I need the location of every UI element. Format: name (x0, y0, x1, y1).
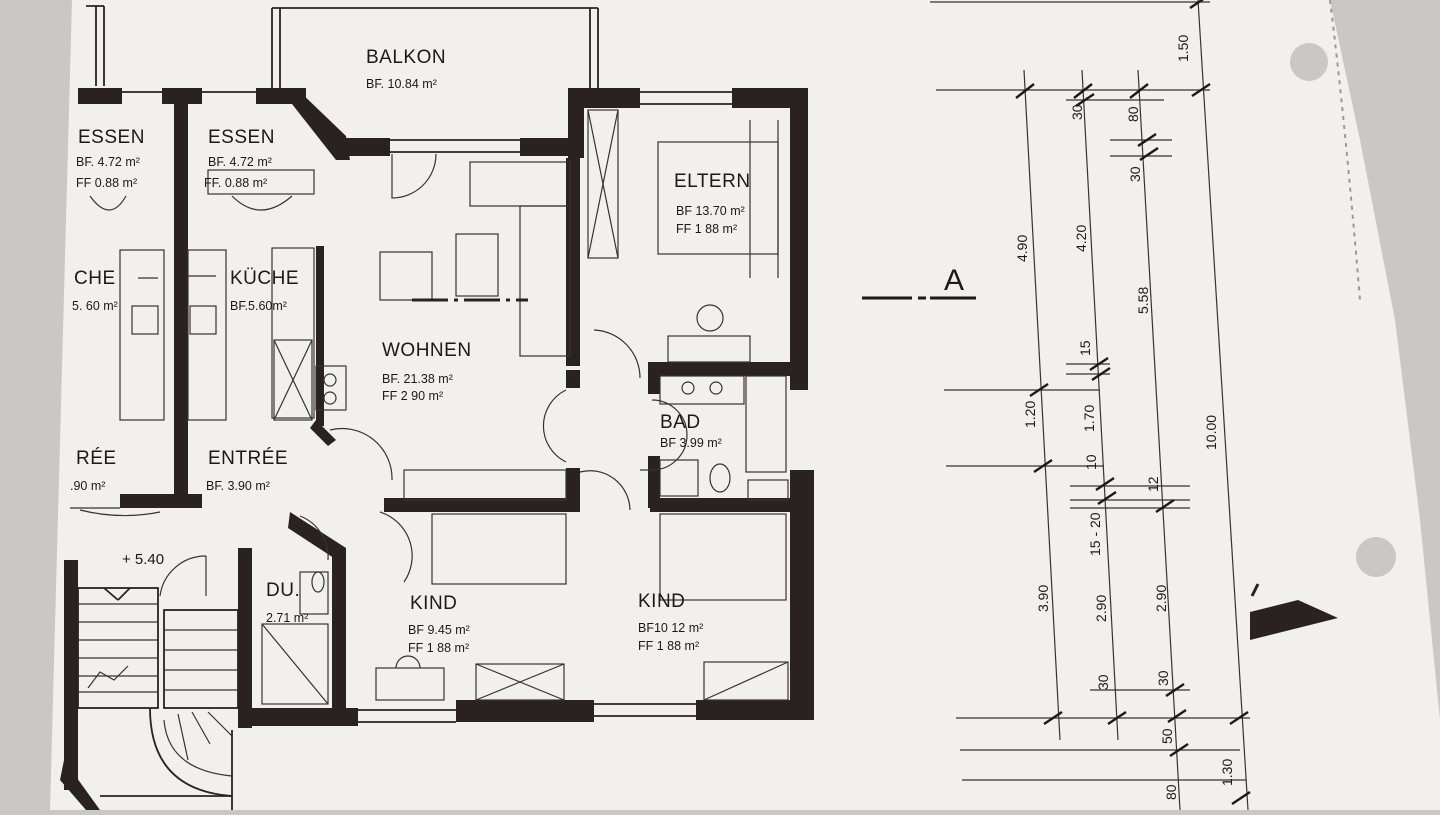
room-bad-bf: BF 3.99 m² (660, 436, 722, 450)
room-essen-left-ff: FF 0.88 m² (76, 176, 137, 190)
room-kueche-name: KÜCHE (230, 268, 299, 289)
room-kind1-ff: FF 1 88 m² (408, 641, 469, 655)
dim-12: 12 (1145, 476, 1161, 492)
room-wohnen-bf: BF. 21.38 m² (382, 372, 453, 386)
room-kueche-left-bf: 5. 60 m² (72, 299, 118, 313)
room-kueche-bf: BF.5.60m² (230, 299, 287, 313)
room-balkon-bf: BF. 10.84 m² (366, 77, 437, 91)
dim-1000: 10.00 (1203, 415, 1219, 450)
room-eltern-bf: BF 13.70 m² (676, 204, 745, 218)
room-eltern-name: ELTERN (674, 171, 751, 192)
dim-150: 1.50 (1175, 35, 1191, 62)
dim-10: 10 (1083, 454, 1099, 470)
room-kind2-bf: BF10 12 m² (638, 621, 703, 635)
dimension-lines (930, 0, 1251, 811)
room-kueche-left-name: CHE (74, 268, 116, 289)
dim-50: 50 (1159, 728, 1175, 744)
dimension-labels: 4.90 1.20 3.90 30 4.20 15 1.70 10 15 - 2… (1014, 35, 1235, 800)
punch-hole-top (1290, 43, 1328, 81)
dim-558: 5.58 (1135, 287, 1151, 314)
stairwell (77, 587, 239, 810)
room-entree-left-name: RÉE (76, 448, 117, 469)
room-du-name: DU. (266, 580, 300, 601)
paper-sheet (50, 0, 1440, 810)
room-essen-bf: BF. 4.72 m² (208, 155, 272, 169)
dim-390: 3.90 (1035, 585, 1051, 612)
room-bad-name: BAD (660, 412, 701, 433)
room-kind2-ff: FF 1 88 m² (638, 639, 699, 653)
room-kind1-name: KIND (410, 593, 457, 614)
furniture-lines (70, 109, 789, 705)
room-kind2-name: KIND (638, 591, 685, 612)
dim-30a: 30 (1069, 104, 1085, 120)
room-essen-left-name: ESSEN (78, 127, 145, 148)
room-wohnen-ff: FF 2 90 m² (382, 389, 443, 403)
level-marker: + 5.40 (122, 551, 164, 568)
dim-1520: 15 - 20 (1087, 512, 1103, 556)
section-marker-a: A (862, 264, 976, 300)
dim-420: 4.20 (1073, 225, 1089, 252)
room-wohnen-name: WOHNEN (382, 340, 472, 361)
room-essen-left-bf: BF. 4.72 m² (76, 155, 140, 169)
room-kind1-bf: BF 9.45 m² (408, 623, 470, 637)
room-entree-left-bf: .90 m² (70, 479, 105, 493)
north-arrow (1250, 600, 1338, 640)
room-du-bf: 2.71 m² (266, 611, 308, 625)
dim-30b: 30 (1095, 674, 1111, 690)
room-eltern-ff: FF 1 88 m² (676, 222, 737, 236)
room-labels: BALKON BF. 10.84 m² ESSEN BF. 4.72 m² FF… (70, 47, 751, 655)
dim-130: 1.30 (1219, 759, 1235, 786)
window-marks (122, 91, 732, 723)
dim-290b: 2.90 (1153, 585, 1169, 612)
dim-170: 1.70 (1081, 405, 1097, 432)
room-balkon-name: BALKON (366, 47, 446, 68)
dim-490: 4.90 (1014, 235, 1030, 262)
dim-15: 15 (1077, 340, 1093, 356)
dim-290a: 2.90 (1093, 595, 1109, 622)
punch-hole-bottom (1356, 537, 1396, 577)
room-essen-name: ESSEN (208, 127, 275, 148)
dim-30c: 30 (1127, 166, 1143, 182)
room-entree-name: ENTRÉE (208, 448, 288, 469)
balcony-outline (86, 5, 599, 92)
dim-30d: 30 (1155, 670, 1171, 686)
room-essen-ff: FF. 0.88 m² (204, 176, 267, 190)
dim-80b: 80 (1163, 784, 1179, 800)
walls (60, 88, 814, 810)
room-entree-bf: BF. 3.90 m² (206, 479, 270, 493)
section-marker-label: A (944, 264, 964, 297)
dim-80a: 80 (1125, 106, 1141, 122)
dim-120: 1.20 (1022, 401, 1038, 428)
